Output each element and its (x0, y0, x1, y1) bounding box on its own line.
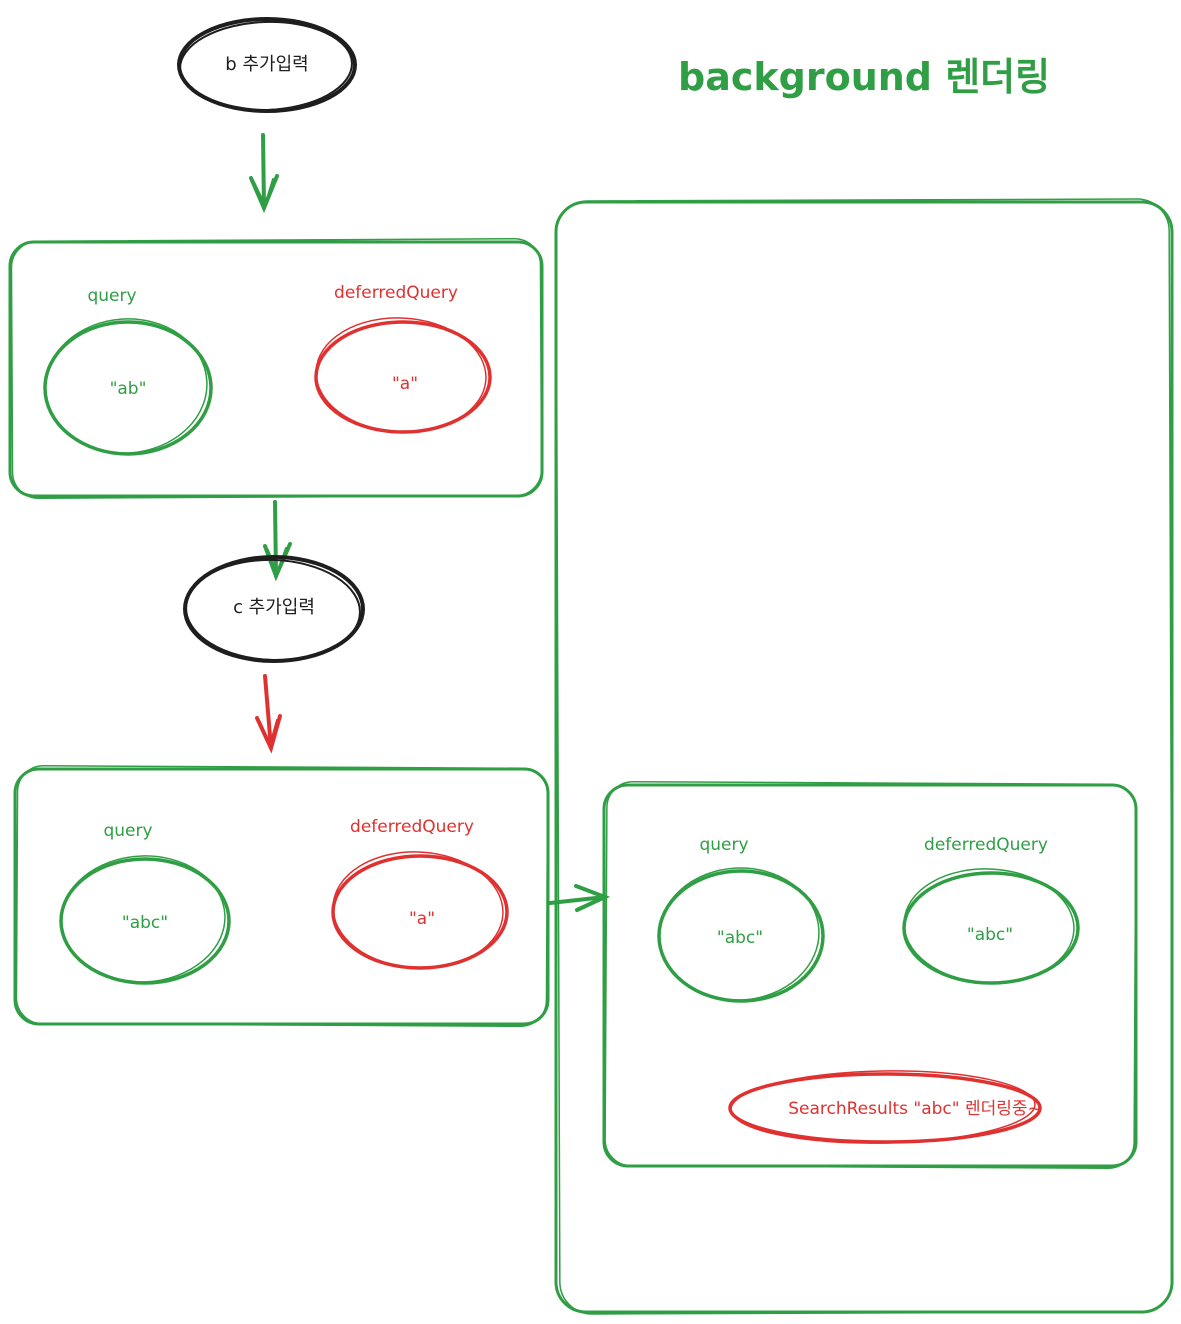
diagram-title: background 렌더링 (678, 55, 1050, 99)
state2-deferred-circle: "a" (331, 851, 509, 970)
state2-deferred-label: deferredQuery (350, 817, 474, 837)
state2-query-value: "abc" (122, 913, 168, 933)
input-node-c-label: c 추가입력 (233, 597, 315, 618)
state2-box: query "abc" deferredQuery "a" (13, 765, 550, 1028)
state1-deferred-value: "a" (392, 374, 418, 394)
search-results-label: SearchResults "abc" 렌더링중~ (788, 1099, 1042, 1119)
state1-query-label: query (87, 286, 136, 306)
background-query-value: "abc" (717, 928, 763, 948)
arrow-c-to-state2 (255, 674, 282, 754)
background-query-circle: "abc" (657, 867, 825, 1003)
state1-query-circle: "ab" (43, 318, 213, 456)
input-node-b: b 추가입력 (177, 17, 357, 113)
background-deferred-circle: "abc" (902, 868, 1080, 985)
input-node-c: c 추가입력 (183, 555, 365, 663)
state2-query-circle: "abc" (59, 855, 231, 985)
state2-deferred-value: "a" (409, 909, 435, 929)
arrow-state1-to-c (263, 500, 292, 582)
background-state-box: query "abc" deferredQuery "abc" SearchRe… (602, 781, 1138, 1169)
background-deferred-label: deferredQuery (924, 835, 1048, 855)
search-results-node: SearchResults "abc" 렌더링중~ (728, 1070, 1042, 1144)
input-node-b-label: b 추가입력 (225, 54, 308, 75)
background-query-label: query (699, 835, 748, 855)
state1-query-value: "ab" (110, 379, 147, 399)
background-deferred-value: "abc" (967, 925, 1013, 945)
arrow-b-to-state1 (249, 133, 279, 214)
background-frame (554, 198, 1174, 1315)
state2-query-label: query (103, 821, 152, 841)
state1-box: query "ab" deferredQuery "a" (8, 238, 544, 499)
state1-deferred-label: deferredQuery (334, 283, 458, 303)
state1-deferred-circle: "a" (314, 317, 492, 434)
